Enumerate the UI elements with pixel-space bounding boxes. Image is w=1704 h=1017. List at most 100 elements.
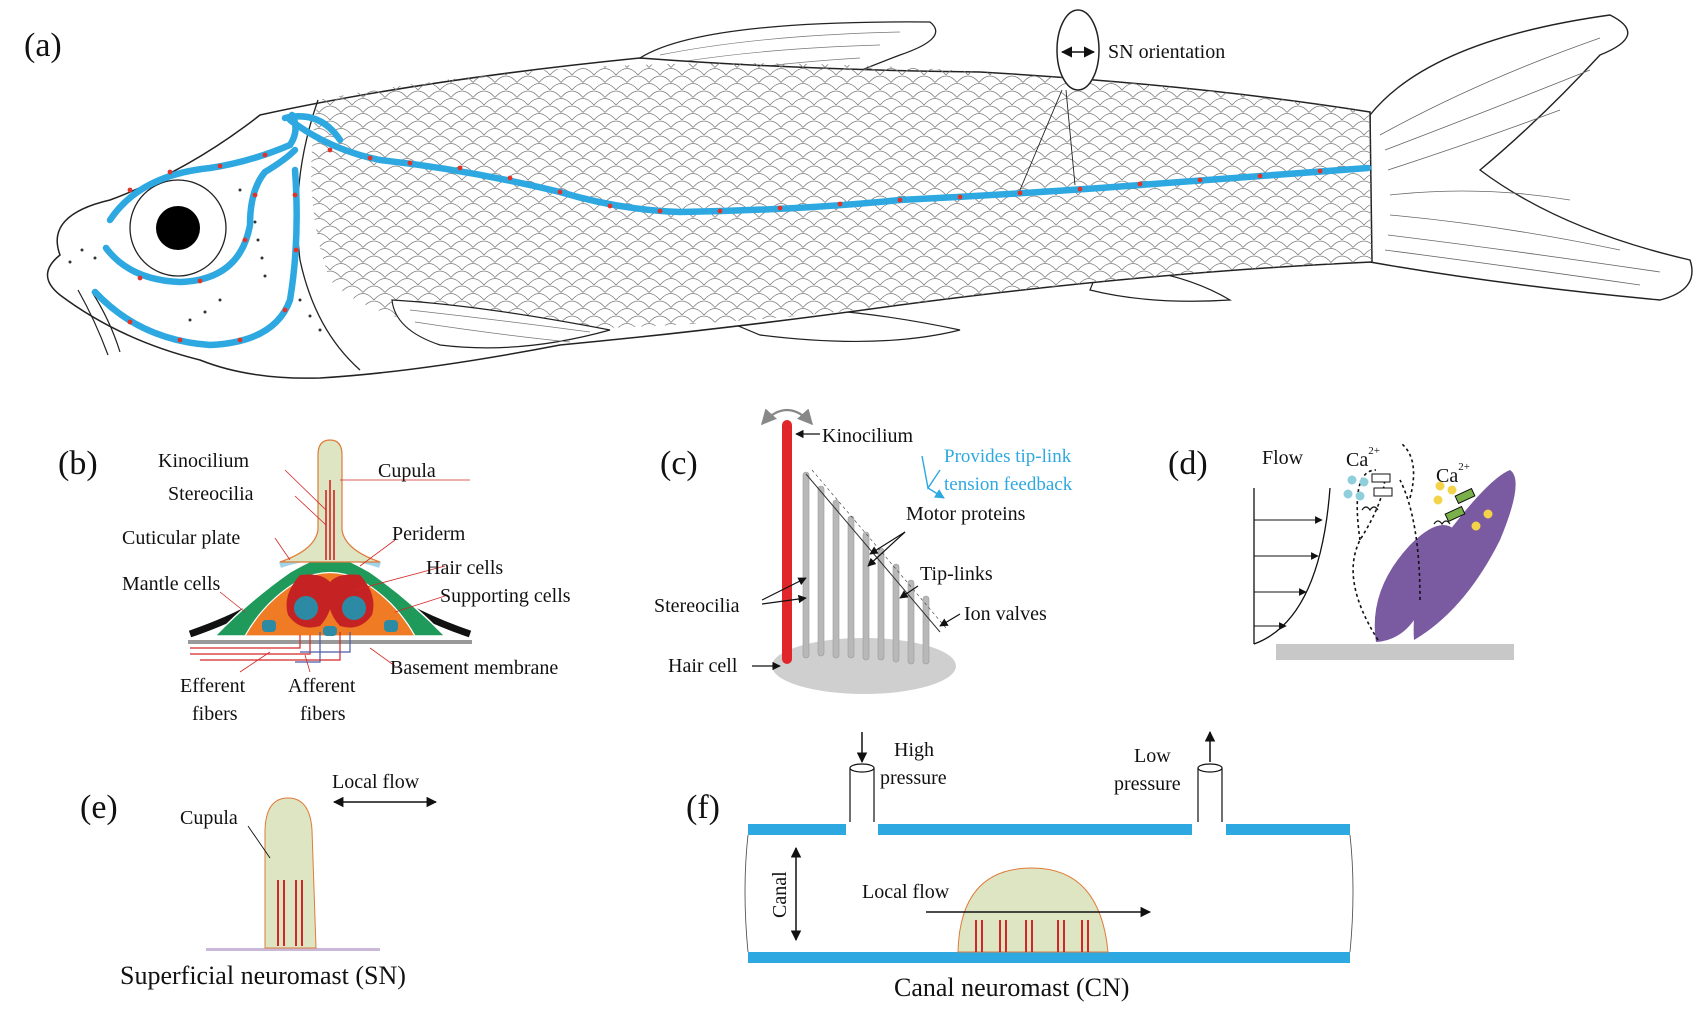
d-ca-right-label: Ca2+: [1436, 461, 1470, 487]
e-cupula-label: Cupula: [180, 807, 238, 829]
b-supporting-cells-label: Supporting cells: [440, 585, 571, 607]
c-motor-proteins-label: Motor proteins: [906, 503, 1026, 525]
pore-high: [849, 768, 875, 822]
trunk-lateral-line: [286, 116, 1372, 216]
e-local-flow-label: Local flow: [332, 771, 420, 793]
stereocilia-rods: [802, 471, 930, 665]
panel-e-label: (e): [80, 789, 118, 826]
basement-membrane: [188, 640, 472, 644]
ca-ions-blue: [1343, 475, 1369, 501]
panel-b: (b): [58, 439, 571, 725]
b-afferent-label-2: fibers: [300, 703, 346, 725]
b-kinocilium-label: Kinocilium: [158, 450, 250, 472]
tail-fin: [1369, 14, 1693, 301]
velocity-arrows: [1254, 516, 1323, 630]
curved-arrow-icon: [760, 408, 814, 426]
neuromast-dots: [127, 147, 1323, 343]
panel-d: (d) Flow Ca2+ Ca2+: [1168, 443, 1516, 660]
panel-f-label: (f): [686, 789, 720, 826]
canal-right-edge: [1349, 834, 1354, 953]
pectoral-fin: [391, 299, 611, 349]
kinocilium-rod: [782, 420, 792, 664]
panel-f: (f) High pressure Low pressure Local flo…: [686, 730, 1354, 1002]
head-pores: [68, 188, 322, 332]
b-hair-cells-label: Hair cells: [426, 557, 503, 579]
f-high-label-1: High: [894, 739, 934, 761]
temporal-canal: [261, 113, 344, 176]
fish-pupil: [156, 206, 200, 250]
panel-e: (e) Cupula Local flow Superficial neurom…: [80, 771, 438, 990]
c-tip-links-label: Tip-links: [920, 563, 993, 585]
f-low-label-2: pressure: [1114, 773, 1181, 795]
b-efferent-label-1: Efferent: [180, 675, 246, 697]
panel-a-label: (a): [24, 27, 62, 64]
channel-open: [1454, 487, 1476, 505]
f-local-flow-label: Local flow: [862, 881, 950, 903]
lateral-line-system: [91, 111, 1372, 349]
c-hair-cell-label: Hair cell: [668, 655, 738, 677]
velocity-profile: [1253, 487, 1331, 645]
c-ion-valves-label: Ion valves: [964, 603, 1047, 625]
e-title: Superficial neuromast (SN): [120, 961, 406, 990]
f-title: Canal neuromast (CN): [894, 973, 1129, 1002]
nucleus: [294, 596, 318, 620]
feedback-arrow: [921, 455, 944, 498]
c-stereocilia-label: Stereocilia: [654, 595, 740, 617]
c-kinocilium-label: Kinocilium: [822, 425, 914, 447]
f-cupula: [957, 867, 1109, 953]
b-cuticular-plate-label: Cuticular plate: [122, 527, 240, 549]
e-base: [206, 948, 380, 951]
f-canal-label: Canal: [769, 871, 791, 918]
channel-closed: [1371, 473, 1391, 483]
mandibular-canal: [91, 166, 300, 349]
nerve-fibers: [190, 632, 351, 663]
nucleus: [342, 596, 366, 620]
f-high-label-2: pressure: [880, 767, 947, 789]
c-feedback-label-1: Provides tip-link: [944, 446, 1072, 467]
canal-wall-top-2: [878, 824, 1192, 835]
leader-lines-b: [219, 469, 470, 673]
tip-link-line: [805, 473, 941, 633]
support-nucleus: [262, 620, 276, 632]
channel-open: [1444, 505, 1466, 523]
b-periderm-label: Periderm: [392, 523, 466, 545]
sn-orientation-ellipse: [1056, 9, 1100, 91]
b-afferent-label-1: Afferent: [288, 675, 356, 697]
operculum: [296, 99, 361, 371]
spring-coil: [1361, 506, 1379, 512]
b-cupula-label: Cupula: [378, 460, 436, 482]
channel-closed: [1373, 487, 1393, 497]
c-feedback-label-2: tension feedback: [944, 474, 1073, 495]
canal-wall-top-3: [1226, 824, 1350, 835]
support-nucleus: [323, 626, 337, 636]
d-substrate: [1276, 644, 1514, 660]
panel-c-label: (c): [660, 445, 698, 482]
e-stereocilia: [277, 880, 303, 946]
b-basement-membrane-label: Basement membrane: [390, 657, 558, 679]
pore-low: [1197, 768, 1223, 822]
b-stereocilia-label: Stereocilia: [168, 483, 254, 505]
canal-wall-top-1: [748, 824, 846, 835]
sn-orientation-label: SN orientation: [1108, 41, 1225, 63]
spring-coil: [1433, 520, 1451, 526]
support-nucleus: [384, 620, 398, 632]
d-ca-left-label: Ca2+: [1346, 445, 1380, 471]
scale-pattern: [311, 63, 1372, 330]
canal-left-edge: [744, 834, 749, 953]
barbel: [77, 289, 121, 356]
tail-rays: [1379, 37, 1661, 286]
panel-b-label: (b): [58, 445, 98, 482]
panel-d-label: (d): [1168, 445, 1208, 482]
supraorbital-canal: [106, 111, 299, 224]
panel-a: (a): [24, 9, 1693, 379]
canal-wall-bottom: [748, 952, 1350, 963]
panel-c: (c) Kinocilium Provides tip-link tension…: [654, 408, 1073, 694]
b-efferent-label-2: fibers: [192, 703, 238, 725]
d-flow-label: Flow: [1262, 447, 1304, 469]
f-stereocilia: [975, 920, 1089, 952]
e-cupula: [264, 797, 317, 949]
b-mantle-cells-label: Mantle cells: [122, 573, 221, 595]
ca-ions-yellow: [1433, 481, 1493, 531]
f-low-label-1: Low: [1134, 745, 1171, 767]
